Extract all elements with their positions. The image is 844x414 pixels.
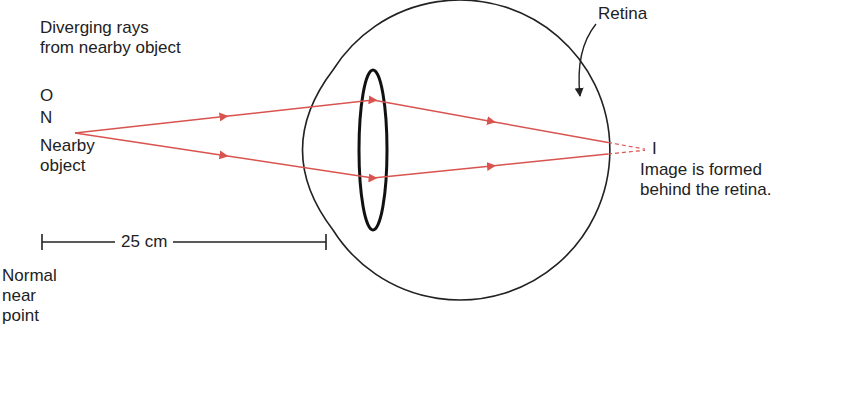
point-letter: O bbox=[40, 86, 53, 106]
near-point-caption: Normal near point bbox=[2, 266, 72, 326]
object-caption: Nearby object bbox=[40, 136, 120, 176]
dimension-tick bbox=[41, 234, 43, 250]
point-letter: I bbox=[652, 139, 657, 159]
part-name: Retina bbox=[598, 4, 647, 24]
light-ray bbox=[75, 100, 608, 143]
dimension-tick bbox=[325, 234, 327, 250]
retina-pointer bbox=[579, 24, 596, 96]
point-letter: N bbox=[40, 108, 52, 128]
eyeball-outline bbox=[303, 0, 610, 300]
extended-ray bbox=[608, 143, 645, 150]
ray-caption: Diverging rays from nearby object bbox=[40, 18, 185, 58]
extended-ray bbox=[608, 150, 645, 154]
dimension-line bbox=[42, 241, 326, 242]
eye-lens bbox=[359, 70, 387, 230]
light-ray bbox=[75, 133, 608, 178]
image-caption: Image is formed behind the retina. bbox=[640, 160, 782, 200]
dimension-label: 25 cm bbox=[115, 232, 173, 252]
